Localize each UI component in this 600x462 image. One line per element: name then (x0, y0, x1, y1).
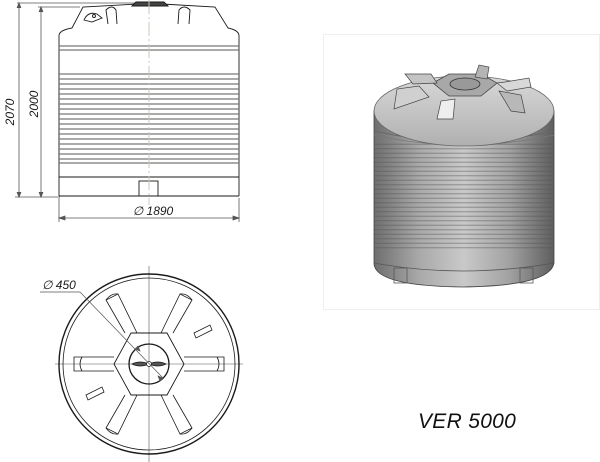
dimension-body-height (38, 5, 80, 199)
hatch-diameter-label: ∅ 450 (42, 278, 76, 292)
render-frame (323, 34, 600, 310)
top-view-drawing: ∅ 450 (40, 266, 243, 462)
model-name-label: VER 5000 (418, 410, 517, 433)
hatch-diameter-leader (40, 291, 164, 382)
tank-3d-render (373, 64, 555, 288)
front-view-drawing: 2070 2000 (3, 0, 241, 222)
dimension-overall-height (15, 1, 150, 199)
top-view-lugs (73, 293, 225, 435)
dimension-diameter (57, 198, 241, 222)
diameter-label: ∅ 1890 (133, 204, 174, 218)
overall-height-label: 2070 (3, 98, 17, 126)
body-height-label: 2000 (27, 90, 41, 118)
tank-top-outline (58, 273, 240, 455)
